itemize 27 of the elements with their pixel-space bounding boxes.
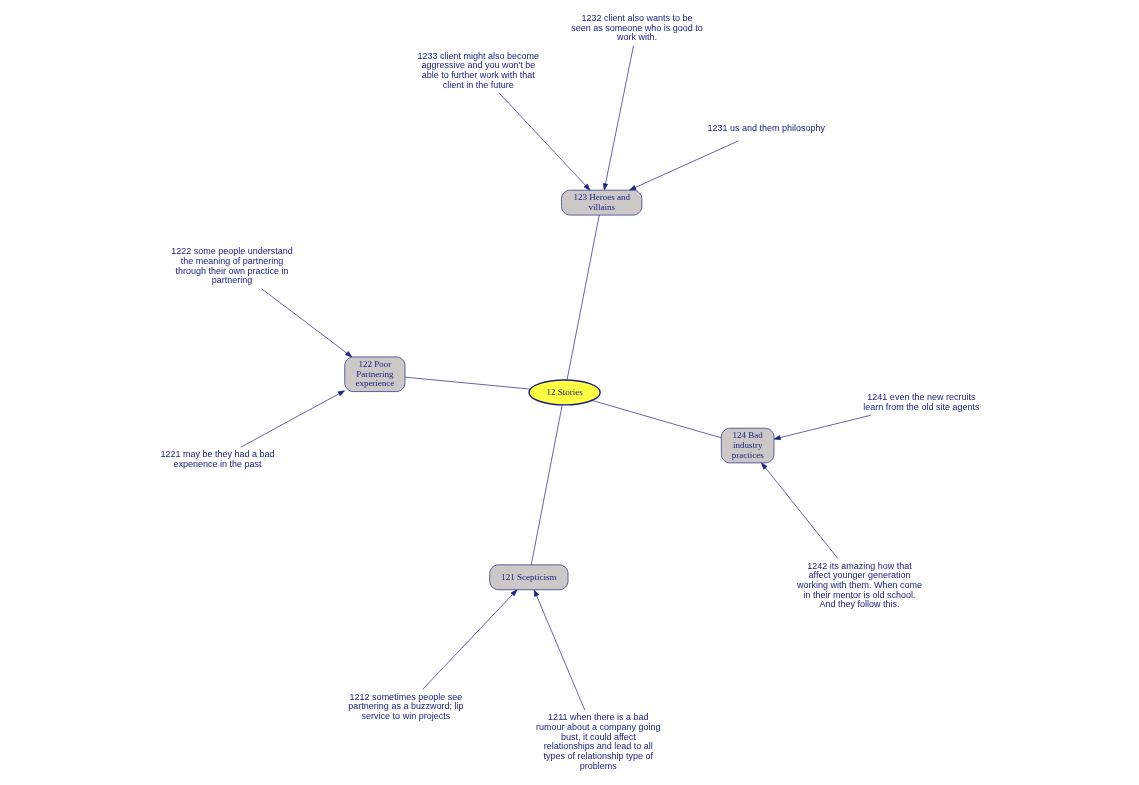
arrow [498,92,590,191]
node-text: 1222 some people understand the meaning of partnering through their own practice in partnering [170,246,293,286]
arrow [421,589,517,690]
connector [404,376,531,390]
arrow [533,589,585,711]
connector [591,400,722,439]
node-text: 1212 sometimes people see partnering as a buzzword; lip service to win projects [347,691,463,722]
node-text: 1221 may be they had a bad experience in the past [160,449,275,470]
arrow [760,462,838,559]
node-box: 122 Poor Partnering experience [343,356,405,392]
node-text: 1241 even the new recruits learn from the old site agents [862,392,979,412]
node-box: 124 Bad industry practices [720,427,774,464]
arrow [628,140,739,191]
node-text: 1232 client also wants to be seen as someone who is good to work with. [570,12,703,43]
arrow [260,288,352,358]
node-ellipse: 12 Stories [527,379,601,406]
node-text: 1242 its amazing how that affect younger generation working with them. When come in their mentor is old school. And they follow this. [796,560,922,610]
connector [530,404,562,566]
node-box: 121 Scepticism [488,564,568,591]
node-text: 1233 client might also become aggressive and you won't be able to further work with that client in the future [417,50,539,90]
node-box: 123 Heroes and villains [560,189,642,216]
arrow [773,414,871,441]
connector [566,214,600,381]
arrow [602,45,634,191]
arrow [239,390,345,448]
node-text: 1211 when there is a bad rumour about a company going bust, it could affect relationships and lead to all types of relationship type of problems [535,712,661,771]
node-text: 1231 us and them philosophy [707,122,825,133]
